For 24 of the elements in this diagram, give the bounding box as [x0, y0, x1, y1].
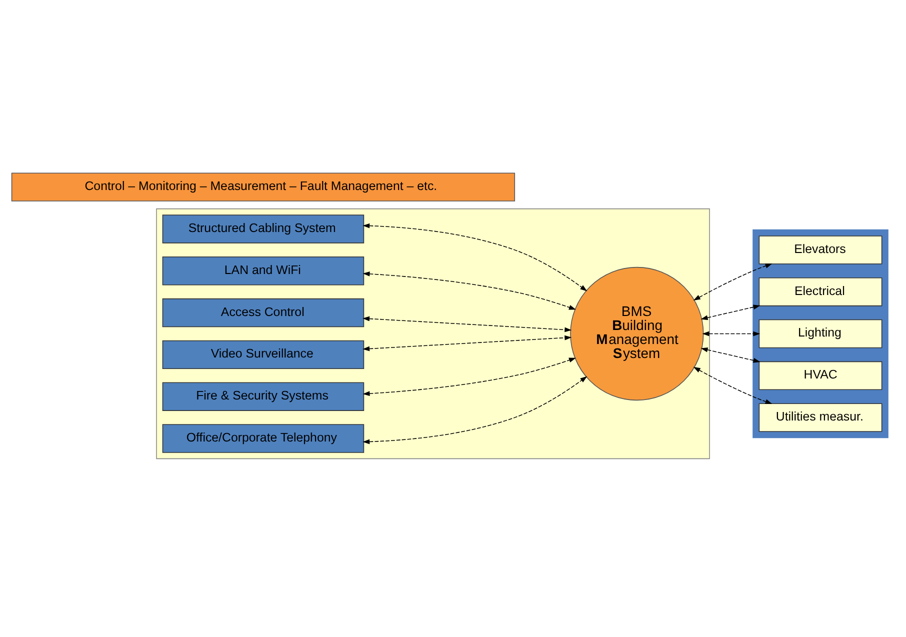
arrow	[362, 222, 588, 291]
node-box: HVAC	[758, 360, 882, 390]
node-box: Access Control	[162, 298, 364, 327]
node-box: Fire & Security Systems	[162, 382, 364, 410]
arrow	[700, 304, 760, 320]
arrow	[362, 357, 576, 396]
node-box: Electrical	[758, 276, 882, 306]
node-box: Elevators	[758, 235, 882, 264]
arrow	[700, 346, 760, 362]
arrow	[362, 376, 588, 444]
arrow	[693, 366, 772, 404]
node-box: Lighting	[758, 318, 882, 348]
node-box: Video Surveillance	[162, 340, 364, 369]
node-box: LAN and WiFi	[162, 256, 364, 285]
arrow	[362, 316, 572, 332]
arrow	[362, 334, 572, 351]
node-box: Control – Monitoring – Measurement – Fault Management – etc.	[11, 172, 516, 201]
arrow	[362, 270, 576, 310]
arrow	[702, 330, 760, 336]
node-box: Utilities measur.	[758, 402, 882, 432]
node-box: Structured Cabling System	[162, 214, 364, 243]
arrow	[693, 263, 772, 300]
node-box: Office/Corporate Telephony	[162, 424, 364, 452]
node-circle: BMS Building Management System	[570, 266, 704, 400]
